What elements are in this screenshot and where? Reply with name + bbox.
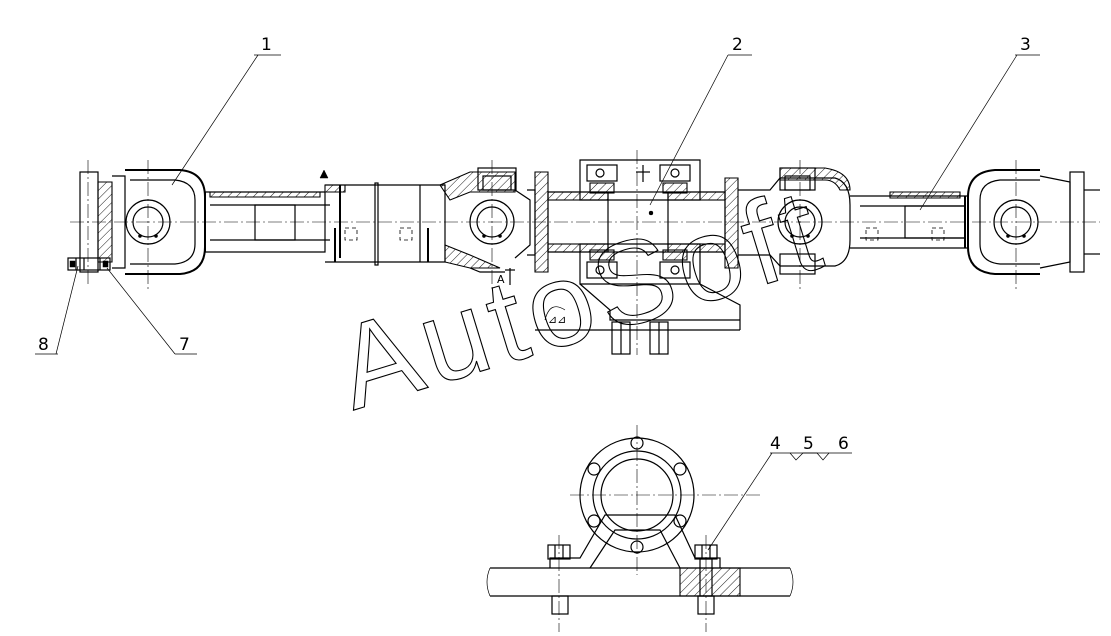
callout-6-label: 6: [838, 434, 849, 454]
callout-7-label: 7: [179, 335, 190, 355]
callout-3: 3: [919, 35, 1040, 211]
left-bolt-7-8: [67, 257, 111, 271]
middle-right-yoke: [738, 160, 851, 290]
left-shaft-tube: [204, 169, 446, 266]
callout-8-label: 8: [38, 335, 49, 355]
callout-4-label: 4: [770, 434, 781, 454]
watermark-text: AutoSoft: [322, 163, 839, 436]
callout-5-label: 5: [803, 434, 814, 454]
callout-4-5-6: 4 5 6: [707, 434, 852, 551]
center-bearing-support: ⊿⊿: [527, 150, 741, 355]
left-flange-yoke: [79, 160, 206, 290]
right-end-yoke: [967, 160, 1100, 290]
watermark: AutoSoft: [322, 162, 840, 436]
callout-1-label: 1: [261, 35, 272, 55]
callout-8: 8: [35, 265, 79, 355]
callout-3-label: 3: [1020, 35, 1031, 55]
right-shaft-tube: [850, 191, 969, 249]
bracket-note: ⊿⊿: [548, 313, 566, 326]
detail-view-bearing-mount: [486, 425, 794, 632]
view-marker-a: A: [497, 273, 505, 286]
middle-left-yoke: A: [439, 160, 531, 290]
callout-2: 2: [649, 35, 752, 206]
callout-1: 1: [171, 35, 281, 186]
callout-7: 7: [106, 267, 197, 355]
callout-2-label: 2: [732, 35, 743, 55]
